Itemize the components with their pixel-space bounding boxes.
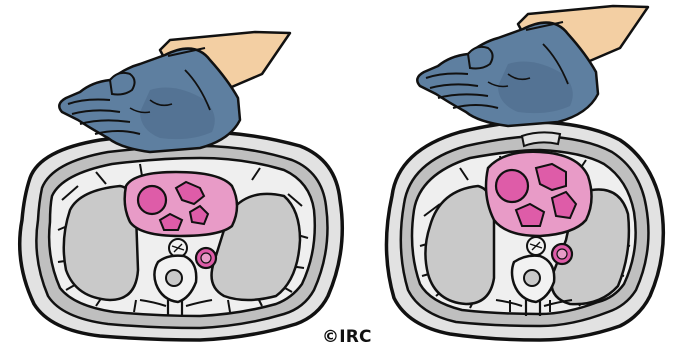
copyright-label: ©IRC <box>322 327 372 347</box>
chest-cross-section-left <box>20 132 343 340</box>
hand-icon-left <box>59 32 290 152</box>
hand-icon-right <box>417 6 648 126</box>
chest-cross-section-right <box>386 122 663 340</box>
